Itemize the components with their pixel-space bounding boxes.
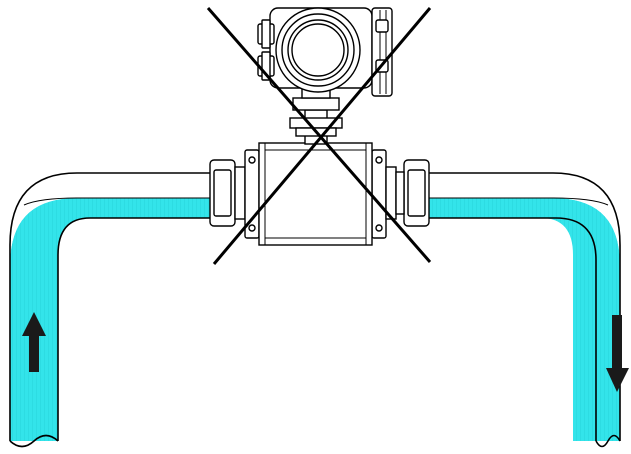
right-pipe-break [595, 434, 621, 448]
left-flange [209, 149, 260, 239]
left-flange-bolt-bottom [248, 224, 256, 232]
right-pipe-outline-inner [428, 217, 597, 441]
right-flange-bolt-bottom [375, 224, 383, 232]
right-pipe-fluid-lower [570, 218, 596, 441]
cross-line-2 [212, 7, 432, 265]
right-union-ring-1 [407, 169, 426, 217]
neck-collar [292, 97, 340, 111]
left-pipe-fluid-surface [23, 197, 215, 206]
flowmeter-body [258, 142, 373, 246]
left-pipe-fluid [10, 198, 215, 441]
down-arrow-icon [606, 315, 629, 392]
up-arrow-icon [22, 312, 46, 372]
left-flange-bolt-top [248, 156, 256, 164]
right-pipe-fluid-surface [428, 197, 609, 206]
right-union-spacer [395, 171, 405, 215]
meter-tube [258, 142, 373, 246]
transmitter-head [257, 7, 393, 97]
incorrect-cross-mark [206, 7, 432, 265]
right-pipe-outline-outer [428, 172, 621, 441]
left-pipe [9, 172, 215, 448]
right-pipe-air-gap [428, 173, 620, 265]
flow-arrow-down [606, 315, 629, 392]
left-union-collar [234, 166, 246, 220]
transmitter-neck [289, 85, 343, 145]
display-window-lens [291, 23, 345, 77]
left-pipe-outline-outer [9, 172, 215, 441]
left-pipe-air-gap [10, 173, 215, 265]
right-flange-bolt-top [375, 156, 383, 164]
left-pipe-outline-inner [57, 217, 215, 441]
left-union-ring-1 [213, 169, 232, 217]
right-flange [371, 149, 430, 239]
cross-line-1 [206, 7, 432, 263]
cable-gland-top-nut [261, 19, 271, 49]
right-pipe [428, 172, 621, 448]
left-pipe-break [9, 434, 59, 448]
flow-arrow-up [22, 312, 46, 372]
head-cover-screw-top [375, 19, 389, 33]
